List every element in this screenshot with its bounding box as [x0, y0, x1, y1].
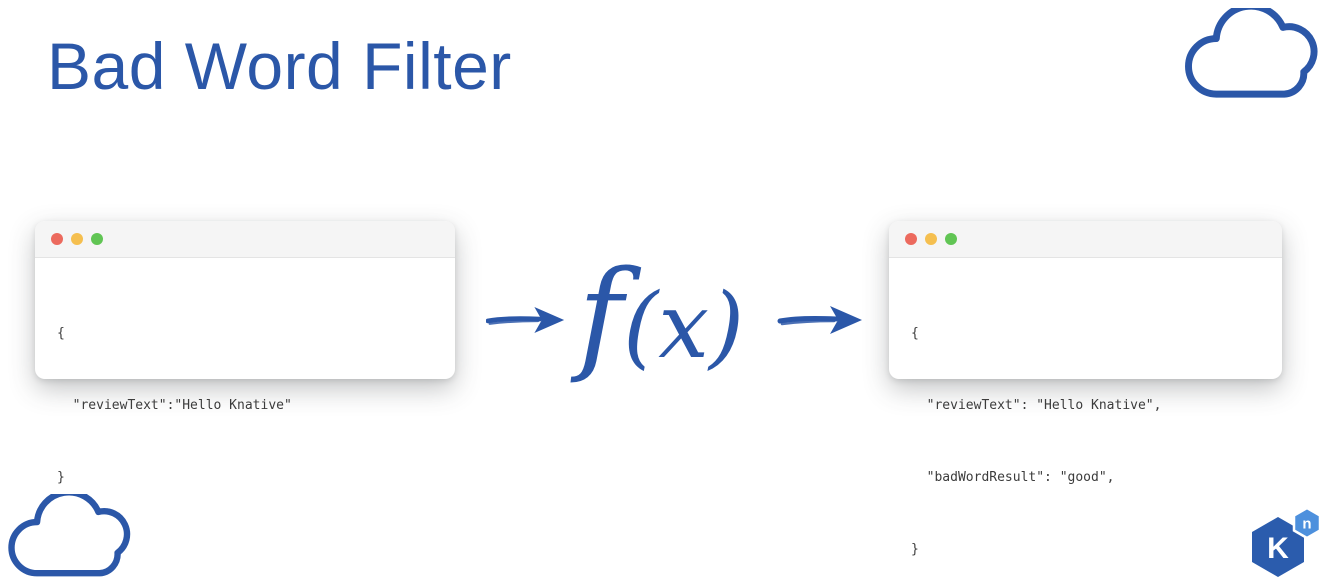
input-code-window: { "reviewText":"Hello Knative" } [35, 221, 455, 485]
window-minimize-icon [71, 233, 83, 245]
window-zoom-icon [91, 233, 103, 245]
window-minimize-icon [925, 233, 937, 245]
output-json-code: { "reviewText": "Hello Knative", "badWor… [889, 258, 1282, 585]
function-f: f [578, 244, 624, 386]
window-titlebar [889, 221, 1282, 258]
output-code-window: { "reviewText": "Hello Knative", "badWor… [889, 221, 1282, 557]
code-line: } [57, 470, 65, 485]
code-line: "badWordResult": "good", [911, 470, 1115, 485]
window-zoom-icon [945, 233, 957, 245]
logo-letter-k: K [1267, 532, 1289, 565]
page-title: Bad Word Filter [47, 29, 512, 103]
window-close-icon [905, 233, 917, 245]
knative-logo-icon: K n [1252, 506, 1322, 577]
arrow-right-icon [486, 306, 565, 334]
code-line: "reviewText":"Hello Knative" [57, 398, 292, 413]
logo-letter-n: n [1302, 516, 1311, 533]
function-label: f(x) [578, 244, 744, 386]
code-line: { [911, 326, 919, 341]
cloud-icon [8, 494, 131, 577]
arrow-right-icon [777, 306, 862, 334]
cloud-icon [1185, 8, 1318, 98]
window-titlebar [35, 221, 455, 258]
window-close-icon [51, 233, 63, 245]
code-line: { [57, 326, 65, 341]
code-line: "reviewText": "Hello Knative", [911, 398, 1162, 413]
function-args: (x) [623, 274, 745, 379]
input-json-code: { "reviewText":"Hello Knative" } [35, 258, 455, 538]
code-line: } [911, 542, 919, 557]
